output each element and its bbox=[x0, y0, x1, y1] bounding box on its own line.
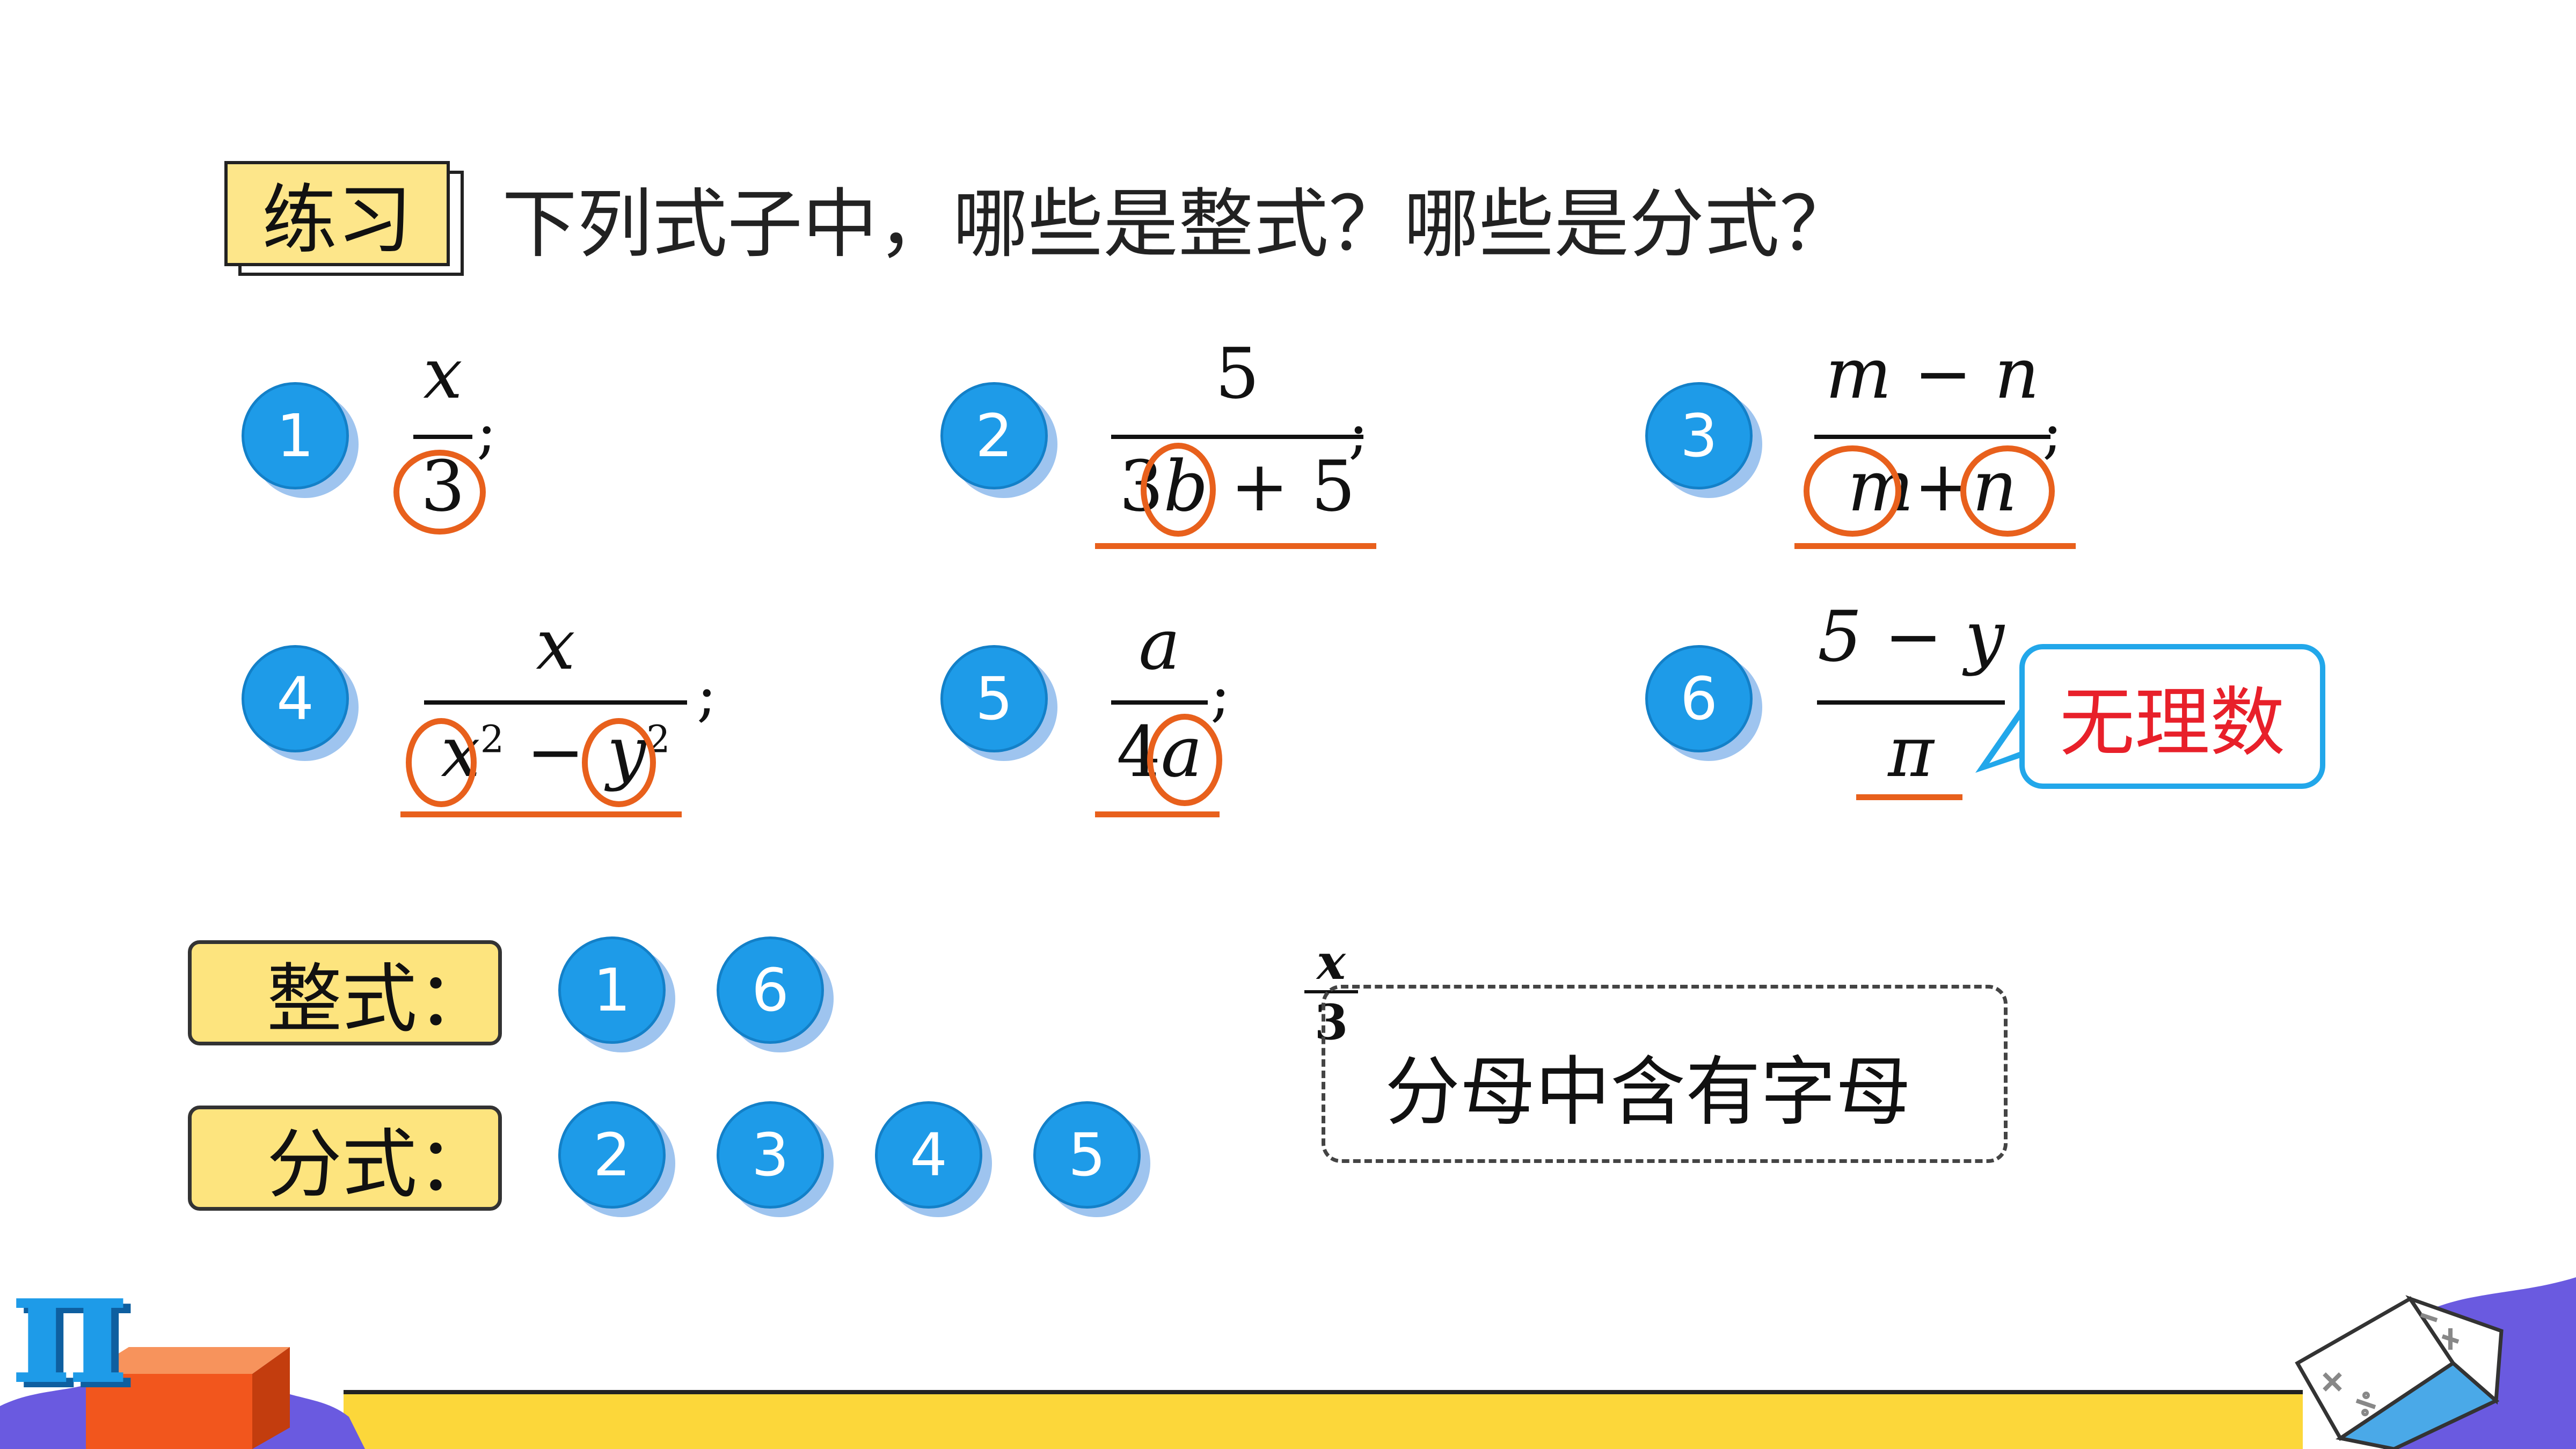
note-text: 分母中含有字母 bbox=[1385, 1049, 1911, 1136]
item-badge-2: 2 bbox=[940, 382, 1048, 489]
fractional-label-box: 分式： bbox=[188, 1106, 502, 1211]
denominator-circle-3a bbox=[1804, 445, 1901, 537]
fraction-2-numerator: 5 bbox=[1215, 333, 1260, 414]
item-badge-5: 5 bbox=[940, 645, 1048, 752]
fraction-4-den-op: − bbox=[504, 711, 607, 793]
denominator-circle-2 bbox=[1141, 443, 1216, 537]
semicolon-3: ; bbox=[2042, 397, 2063, 466]
item-badge-3: 3 bbox=[1645, 382, 1753, 489]
underline-2 bbox=[1095, 543, 1376, 549]
fraction-4-bar bbox=[424, 700, 687, 705]
underline-4 bbox=[400, 811, 682, 817]
underline-3 bbox=[1794, 543, 2076, 549]
fraction-5-bar bbox=[1111, 700, 1208, 705]
semicolon-2: ; bbox=[1348, 397, 1369, 466]
underline-6 bbox=[1856, 794, 1962, 800]
semicolon-1: ; bbox=[477, 397, 497, 466]
pi-symbol: π bbox=[11, 1231, 129, 1420]
bottom-strip bbox=[344, 1390, 2303, 1449]
book-math-symbols-icon bbox=[2323, 1313, 2460, 1416]
denominator-circle-3b bbox=[1960, 445, 2055, 537]
fraction-1-numerator: x bbox=[423, 333, 463, 414]
note-fraction-numerator: x bbox=[1317, 934, 1346, 991]
fractional-answer-4: 5 bbox=[1033, 1101, 1141, 1209]
item-badge-1: 1 bbox=[242, 382, 349, 489]
fraction-4-numerator: x bbox=[536, 604, 575, 685]
denominator-circle-4b bbox=[582, 718, 656, 807]
question-text: 下列式子中，哪些是整式？哪些是分式？ bbox=[502, 181, 1855, 268]
fraction-2-bar bbox=[1111, 435, 1363, 439]
bottom-strip-line bbox=[344, 1390, 2303, 1394]
callout-irrational: 无理数 bbox=[2019, 644, 2325, 789]
fraction-3: m − n m+n bbox=[1814, 333, 2050, 537]
fraction-1-bar bbox=[413, 435, 472, 439]
underline-5 bbox=[1095, 811, 1220, 817]
fraction-3-numerator: m − n bbox=[1825, 333, 2040, 414]
callout-tail bbox=[1975, 703, 2024, 773]
pi-block-decoration bbox=[0, 1347, 365, 1449]
fraction-4-den-a-exp: 2 bbox=[480, 717, 505, 762]
fraction-6-numerator: 5 − y bbox=[1818, 596, 2004, 677]
integral-answer-1: 1 bbox=[558, 936, 666, 1044]
fraction-6: 5 − y π bbox=[1817, 596, 2005, 800]
fraction-6-bar bbox=[1817, 700, 2005, 705]
item-badge-6: 6 bbox=[1645, 645, 1753, 752]
fraction-2-den-rest: + 5 bbox=[1208, 445, 1356, 527]
denominator-circle-4a bbox=[406, 718, 477, 807]
fraction-5-numerator: a bbox=[1139, 604, 1180, 685]
fractional-answer-2: 3 bbox=[717, 1101, 824, 1209]
semicolon-4: ; bbox=[697, 660, 717, 729]
denominator-circle-1 bbox=[393, 450, 486, 535]
item-badge-4: 4 bbox=[242, 645, 349, 752]
denominator-circle-5 bbox=[1147, 714, 1222, 806]
fractional-answer-3: 4 bbox=[875, 1101, 982, 1209]
note-box bbox=[1322, 985, 2008, 1163]
integral-label-box: 整式： bbox=[188, 940, 502, 1045]
book-decoration bbox=[2295, 1277, 2576, 1449]
fraction-3-bar bbox=[1814, 435, 2050, 439]
integral-answer-2: 6 bbox=[717, 936, 824, 1044]
fractional-answer-1: 2 bbox=[558, 1101, 666, 1209]
semicolon-5: ; bbox=[1210, 660, 1231, 729]
fraction-6-denominator: π bbox=[1888, 711, 1934, 793]
exercise-label: 练习 bbox=[224, 161, 450, 266]
